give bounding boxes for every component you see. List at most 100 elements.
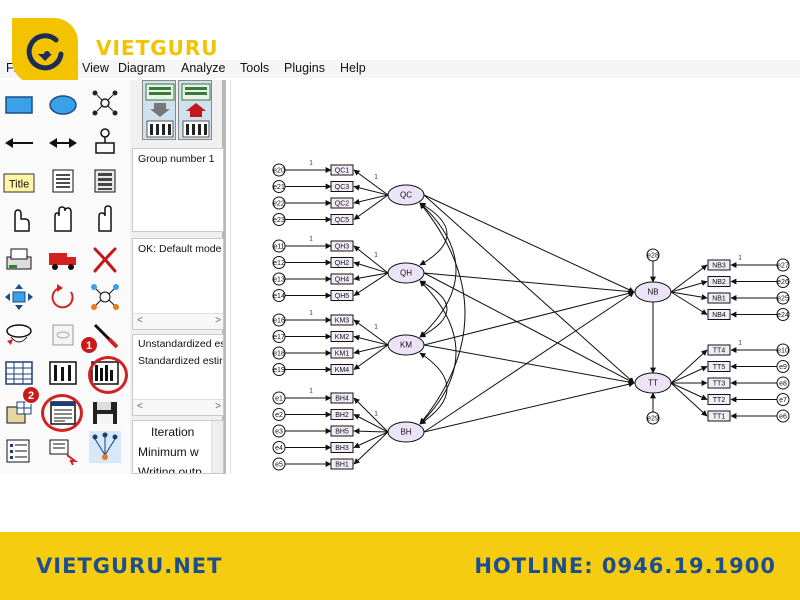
indicator-label: QC5 (335, 217, 350, 224)
analysis-properties-tool[interactable] (46, 358, 80, 388)
indicator-label: TT1 (713, 413, 726, 420)
error-label: e22 (273, 200, 285, 207)
change-shape-tool[interactable] (2, 282, 36, 312)
menu-analyze[interactable]: Analyze (181, 61, 226, 75)
error-node (272, 346, 286, 360)
menu-plugins[interactable]: Plugins (284, 61, 325, 75)
loading-path (670, 291, 708, 315)
erase-x-icon (93, 247, 117, 273)
menu-view[interactable]: View (82, 61, 109, 75)
error-label: e13 (273, 276, 285, 283)
draw-covariance-tool[interactable] (46, 128, 80, 158)
erase-tool[interactable] (88, 244, 122, 274)
loading-path (353, 194, 389, 220)
estimates-list-scrollbar[interactable]: <> (133, 399, 223, 415)
indicator-label: KM3 (335, 317, 350, 324)
indicator-label: BH5 (335, 428, 349, 435)
copy-machine-icon (6, 248, 32, 270)
menu-bar: File View Diagram Analyze Tools Plugins … (0, 60, 800, 78)
brand-logo (12, 18, 78, 84)
move-tool[interactable] (46, 244, 80, 274)
endogenous-label: TT (648, 379, 658, 388)
model-item[interactable]: OK: Default mode (138, 243, 222, 255)
loading-path (670, 382, 708, 400)
draw-observed-tool[interactable] (2, 90, 36, 120)
object-properties-tool[interactable] (2, 436, 36, 466)
scroll-right-icon[interactable]: > (215, 315, 221, 326)
indicator-box (707, 309, 731, 320)
list-variables-tool[interactable] (46, 166, 80, 196)
indicator-label: TT2 (713, 397, 726, 404)
weight-label: 1 (309, 311, 313, 317)
indicator-label: QH5 (335, 293, 350, 300)
deselect-all-tool[interactable] (88, 204, 122, 234)
estimates-item-unstandardized[interactable]: Unstandardized es (138, 338, 224, 350)
model-list-scrollbar[interactable]: <> (133, 313, 223, 329)
weight-label: 1 (374, 175, 378, 181)
error-node (272, 330, 286, 343)
error-label: e20 (273, 167, 285, 174)
estimates-list[interactable]: Unstandardized es Standardized estir <> (132, 334, 224, 416)
title-icon: Title (3, 173, 35, 193)
error-node (776, 409, 790, 423)
website-label[interactable]: VIETGURU.NET (36, 554, 223, 578)
list-dataset-tool[interactable] (88, 166, 122, 196)
drag-properties-tool[interactable] (46, 436, 80, 466)
error-node (272, 180, 286, 193)
magic-wand-icon (93, 323, 119, 349)
clipboard-grid-icon (6, 401, 32, 424)
loading-path (670, 280, 708, 293)
title-tool[interactable]: Title (2, 168, 36, 198)
list-variables-icon (52, 169, 74, 193)
indicator-label: BH3 (335, 445, 349, 452)
scroll-left-icon[interactable]: < (137, 315, 143, 326)
copy-to-clipboard-tool[interactable] (2, 398, 36, 428)
zoom-select-tool[interactable] (46, 320, 80, 350)
error-node (776, 376, 790, 390)
structural-path (423, 272, 635, 384)
draw-path-tool[interactable] (2, 128, 36, 158)
select-all-tool[interactable] (46, 204, 80, 234)
disturbance-label: e29 (647, 415, 659, 422)
menu-diagram[interactable]: Diagram (118, 61, 166, 75)
disturbance-label: e28 (647, 252, 659, 259)
model-list[interactable]: OK: Default mode <> (132, 238, 224, 330)
preserve-symmetry-tool[interactable] (2, 320, 36, 350)
menu-tools[interactable]: Tools (240, 61, 270, 75)
hotline-label[interactable]: HOTLINE: 0946.19.1900 (474, 554, 776, 578)
data-files-tool[interactable] (2, 358, 36, 388)
fit-to-page-tool[interactable] (88, 431, 122, 463)
endogenous-label: NB (647, 288, 658, 297)
group-list[interactable]: Group number 1 (132, 148, 224, 232)
scroll-right-icon[interactable]: > (215, 401, 221, 412)
save-tool[interactable] (88, 398, 122, 428)
reflect-tool[interactable] (88, 282, 122, 312)
error-node (776, 343, 790, 357)
copy-tool[interactable] (2, 244, 36, 274)
indicator-label: TT3 (713, 380, 726, 387)
error-label: e27 (777, 262, 789, 269)
error-label: e19 (273, 367, 285, 374)
hand-open-icon (54, 206, 72, 232)
view-output-button[interactable] (178, 80, 212, 140)
indicator-label: QH3 (335, 243, 350, 250)
unique-variable-tool[interactable] (88, 126, 122, 156)
loading-path (670, 291, 708, 301)
latent-label: QC (400, 191, 412, 200)
estimates-item-standardized[interactable]: Standardized estir (138, 355, 223, 367)
scroll-left-icon[interactable]: < (137, 401, 143, 412)
rotate-tool[interactable] (46, 282, 80, 312)
draw-indicator-tool[interactable] (88, 88, 122, 118)
magnify-tool[interactable] (88, 320, 122, 350)
latent-label: QH (400, 269, 412, 278)
draw-latent-tool[interactable] (46, 90, 80, 120)
group-item[interactable]: Group number 1 (138, 153, 215, 165)
select-one-tool[interactable] (2, 204, 36, 234)
menu-help[interactable]: Help (340, 61, 366, 75)
log-scrollbar[interactable] (211, 421, 223, 473)
view-input-button[interactable] (142, 80, 176, 140)
loading-path (353, 272, 389, 282)
